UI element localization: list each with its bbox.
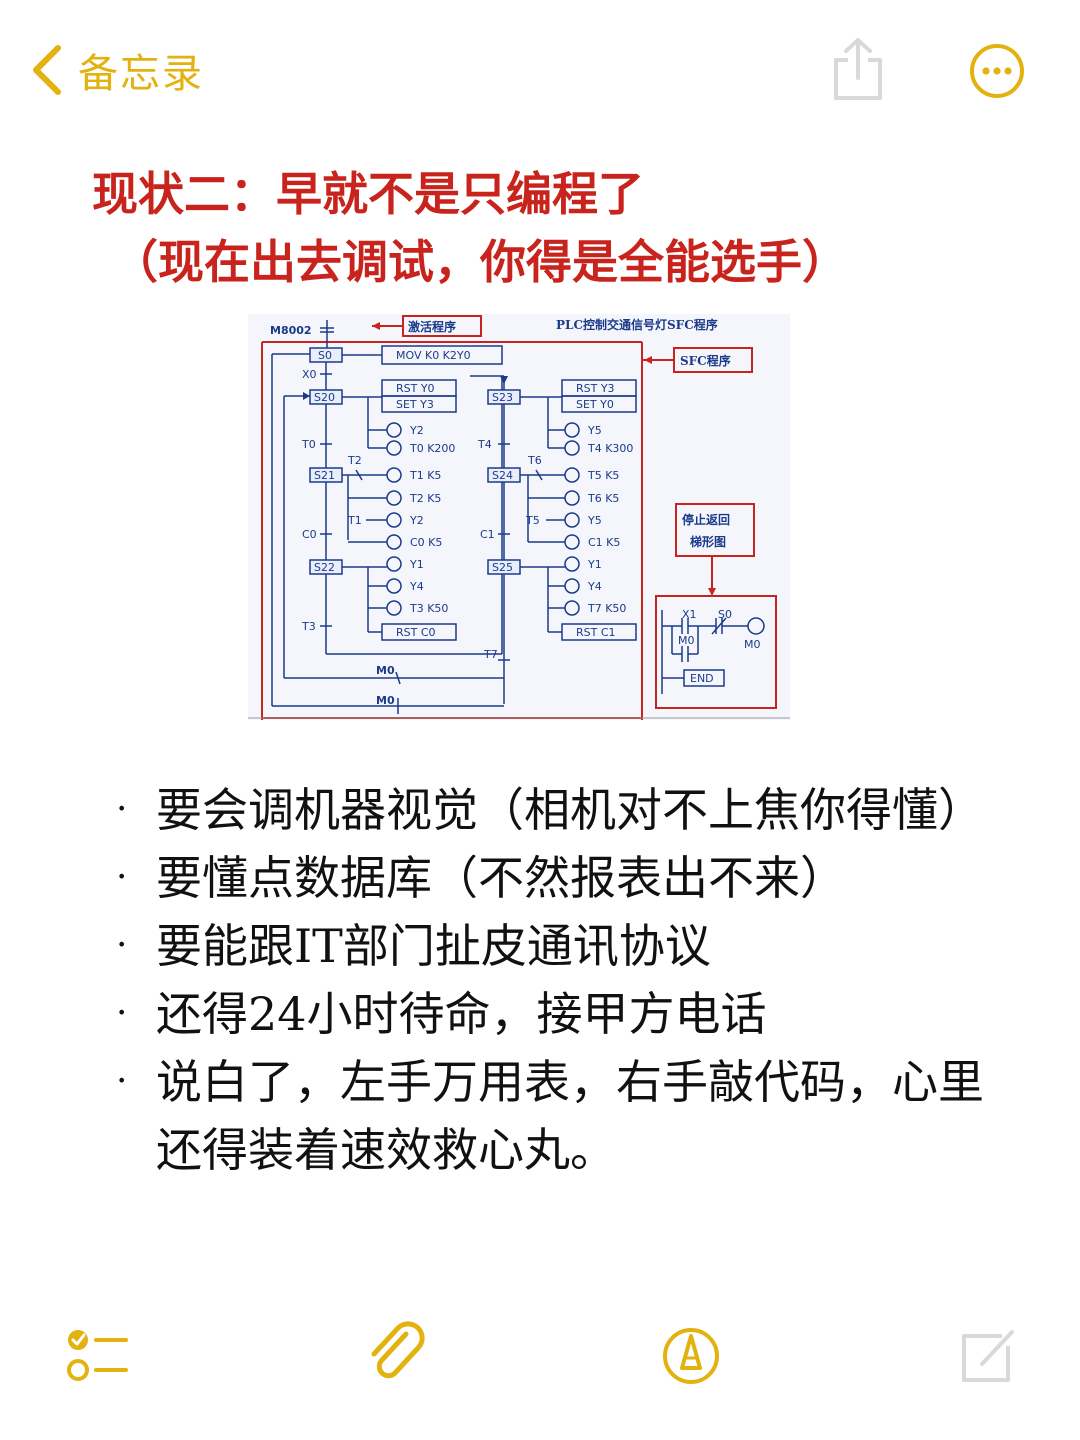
coil-y5b: Y5 — [587, 514, 602, 527]
list-item: ·要会调机器视觉（相机对不上焦你得懂） — [116, 783, 984, 837]
rst-c1: RST C1 — [576, 626, 616, 639]
trans-c1: C1 — [480, 528, 495, 541]
coil-y5: Y5 — [587, 424, 602, 437]
ladder-m0-coil: M0 — [744, 638, 761, 651]
sfc-diagram-image: PLC控制交通信号灯SFC程序 M8002 激活程序 SFC程序 S0 MOV … — [248, 314, 790, 720]
ladder-m0-contact: M0 — [678, 634, 695, 647]
set-y3: SET Y3 — [396, 398, 434, 411]
timer-t4: T4 K300 — [587, 442, 633, 455]
callout-sfc: SFC程序 — [680, 353, 731, 368]
list-item: ·还得24小时待命，接甲方电话 — [116, 987, 767, 1041]
contact-t2: T2 — [347, 454, 362, 467]
trans-t3: T3 — [301, 620, 316, 633]
compose-icon — [962, 1330, 1014, 1382]
bottom-toolbar — [0, 1320, 1080, 1400]
step-s23: S23 — [492, 391, 513, 404]
mov-instruction: MOV K0 K2Y0 — [396, 349, 471, 362]
list-item: ·要能跟IT部门扯皮通讯协议 — [116, 919, 711, 973]
timer-t7: T7 K50 — [587, 602, 626, 615]
title-line-1: 现状二：早就不是只编程了 — [92, 167, 644, 221]
callout-activate: 激活程序 — [408, 319, 456, 334]
trans-t4: T4 — [477, 438, 492, 451]
ladder-s0: S0 — [718, 608, 732, 621]
step-s20: S20 — [314, 391, 335, 404]
bullet-list: ·要会调机器视觉（相机对不上焦你得懂） ·要懂点数据库（不然报表出不来） ·要能… — [112, 776, 1012, 1184]
navigation-bar: 备忘录 — [0, 0, 1080, 140]
coil-y2b: Y2 — [409, 514, 424, 527]
diagram-header: PLC控制交通信号灯SFC程序 — [556, 317, 718, 332]
ladder-end: END — [690, 672, 714, 685]
right-branch: S23 RST Y3 SET Y0 Y5 T4 K300 T4 S24 T6 T… — [477, 379, 637, 661]
callout-stop-1: 停止返回 — [682, 512, 730, 527]
chevron-left-icon — [33, 45, 61, 95]
more-icon — [970, 44, 1024, 98]
timer-t3: T3 K50 — [409, 602, 448, 615]
back-button[interactable]: 备忘录 — [30, 40, 204, 100]
checklist-icon — [67, 1330, 128, 1381]
attachment-button[interactable] — [362, 1320, 432, 1390]
m0-label-a: M0 — [376, 664, 395, 677]
step-s22: S22 — [314, 561, 335, 574]
m0-label-b: M0 — [376, 694, 395, 707]
x0-label: X0 — [302, 368, 317, 381]
trans-t0: T0 — [301, 438, 316, 451]
list-item: ·说白了，左手万用表，右手敲代码，心里还得装着速效救心丸。 — [116, 1055, 984, 1177]
rst-c0: RST C0 — [396, 626, 436, 639]
markup-pen-icon — [663, 1328, 719, 1384]
coil-y4: Y4 — [409, 580, 424, 593]
step-s25: S25 — [492, 561, 513, 574]
step-s0: S0 — [318, 349, 332, 362]
step-s21: S21 — [314, 469, 335, 482]
share-button[interactable] — [828, 36, 888, 102]
counter-c0: C0 K5 — [410, 536, 442, 549]
trans-c0: C0 — [302, 528, 317, 541]
compose-button[interactable] — [954, 1320, 1024, 1390]
share-icon — [834, 38, 882, 100]
more-button[interactable] — [968, 42, 1026, 100]
trans-t7: T7 — [483, 648, 498, 661]
coil-y1r: Y1 — [587, 558, 602, 571]
m8002-label: M8002 — [270, 324, 312, 337]
step-s24: S24 — [492, 469, 513, 482]
timer-t6: T6 K5 — [587, 492, 619, 505]
paperclip-icon — [371, 1321, 425, 1379]
contact-t6: T6 — [527, 454, 542, 467]
timer-t1: T1 K5 — [409, 469, 441, 482]
markup-button[interactable] — [656, 1320, 726, 1390]
left-branch: S20 RST Y0 SET Y3 Y2 T0 K200 T0 S21 T2 T… — [301, 379, 457, 641]
ladder-x1: X1 — [682, 608, 697, 621]
coil-y2: Y2 — [409, 424, 424, 437]
timer-t2: T2 K5 — [409, 492, 441, 505]
coil-y1: Y1 — [409, 558, 424, 571]
timer-t5: T5 K5 — [587, 469, 619, 482]
contact-t1: T1 — [347, 514, 362, 527]
set-y0: SET Y0 — [576, 398, 614, 411]
ladder-diagram: X1 S0 M0 M0 END — [661, 608, 765, 694]
title-line-2: （现在出去调试，你得是全能选手） — [112, 235, 848, 289]
checklist-button[interactable] — [62, 1320, 132, 1390]
list-item: ·要懂点数据库（不然报表出不来） — [116, 851, 846, 905]
callout-stop-2: 梯形图 — [690, 534, 726, 549]
note-title: 现状二：早就不是只编程了 （现在出去调试，你得是全能选手） — [92, 160, 992, 296]
rst-y3: RST Y3 — [576, 382, 615, 395]
coil-y4r: Y4 — [587, 580, 602, 593]
timer-t0: T0 K200 — [409, 442, 455, 455]
contact-t5: T5 — [525, 514, 540, 527]
back-label: 备忘录 — [78, 51, 204, 97]
rst-y0: RST Y0 — [396, 382, 435, 395]
counter-c1: C1 K5 — [588, 536, 620, 549]
